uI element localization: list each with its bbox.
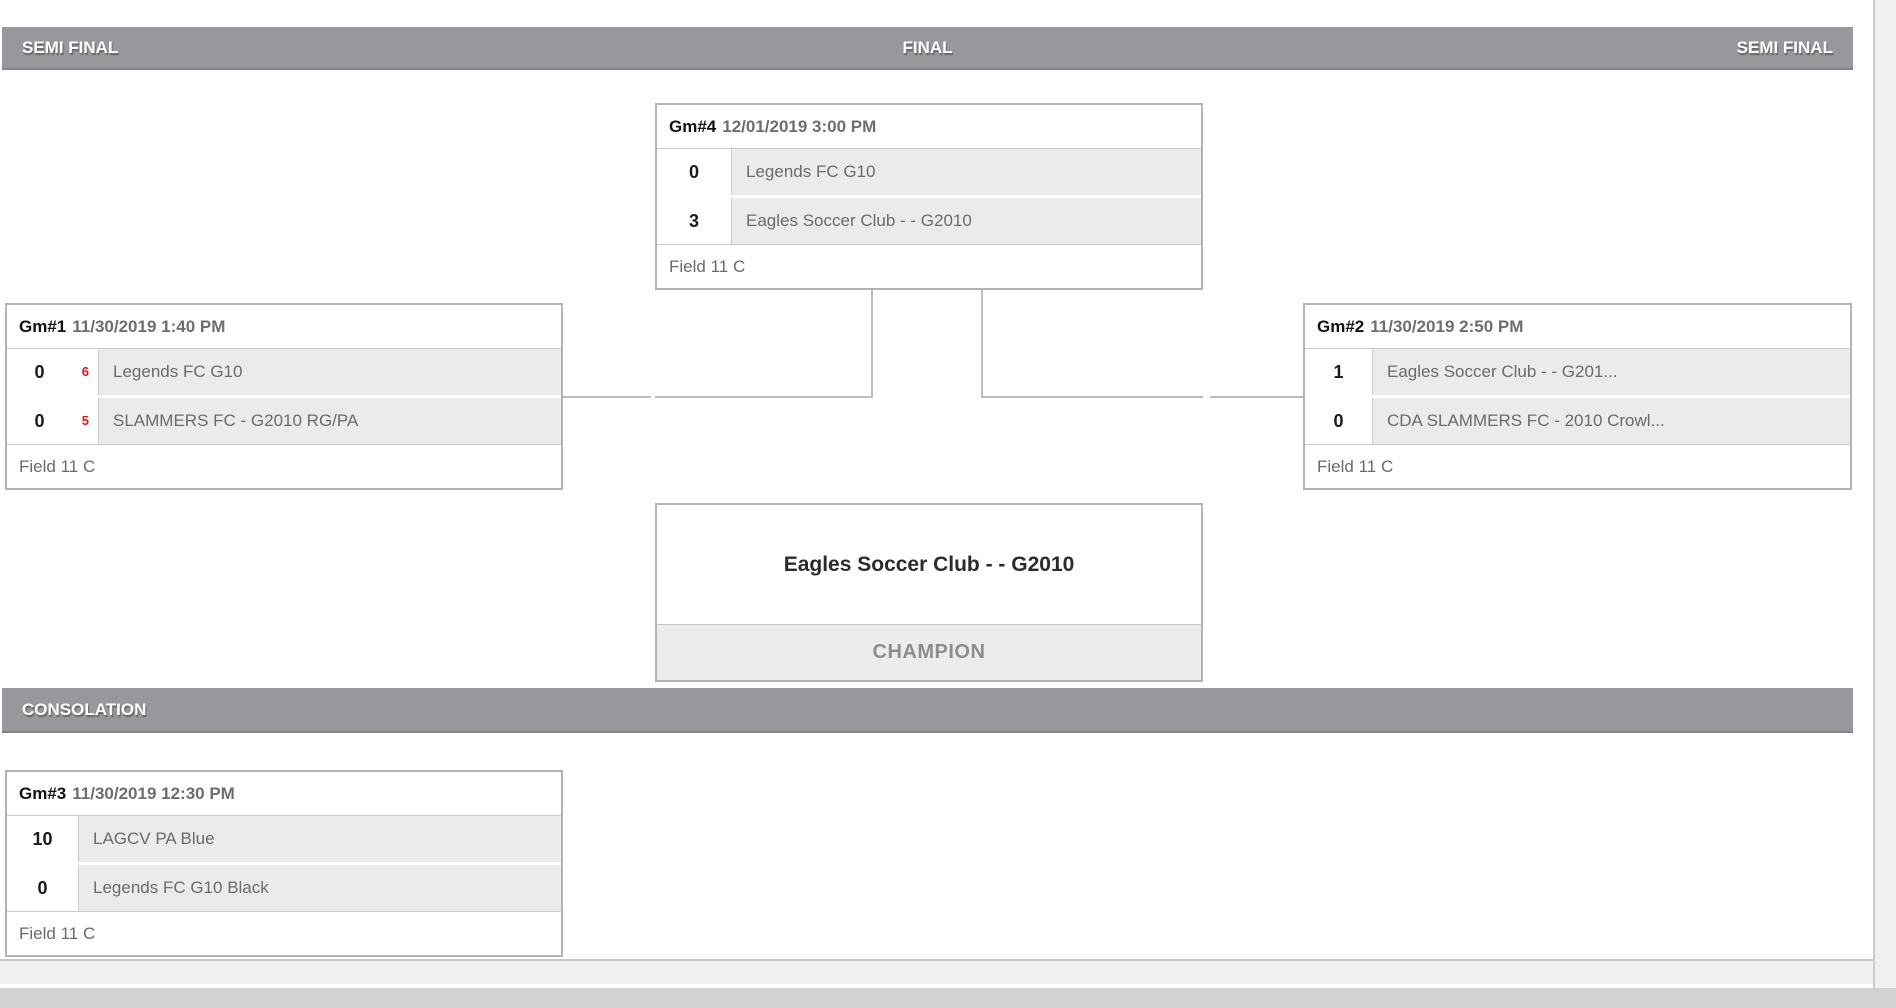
game-datetime: 11/30/2019 12:30 PM <box>72 783 235 803</box>
round-label-semi-final-right: SEMI FINAL <box>1736 37 1833 57</box>
consolation-header-bar: CONSOLATION <box>2 688 1853 733</box>
game-number: Gm#4 <box>669 116 717 136</box>
team-name: Legends FC G10 <box>99 349 561 395</box>
team-row: 3 Eagles Soccer Club - - G2010 <box>657 198 1201 244</box>
team-score: 10 <box>32 828 53 849</box>
score-cell: 0 6 <box>7 349 99 395</box>
team-score: 0 <box>37 877 48 898</box>
team-name: CDA SLAMMERS FC - 2010 Crowl... <box>1373 398 1850 444</box>
right-page-gutter <box>1873 0 1896 988</box>
match-box-semifinal-gm1: Gm#1 11/30/2019 1:40 PM 0 6 Legends FC G… <box>5 303 563 490</box>
bracket-connector-line <box>655 396 873 398</box>
team-row: 1 Eagles Soccer Club - - G201... <box>1305 349 1850 395</box>
bottom-status-bar <box>0 988 1896 1008</box>
team-row: 0 5 SLAMMERS FC - G2010 RG/PA <box>7 398 561 444</box>
team-name: Eagles Soccer Club - - G201... <box>1373 349 1850 395</box>
team-name: LAGCV PA Blue <box>79 816 561 862</box>
score-cell: 0 <box>1305 398 1373 444</box>
match-field: Field 11 C <box>7 911 561 955</box>
game-number: Gm#1 <box>19 316 67 336</box>
pk-shootout-score: 5 <box>81 413 89 429</box>
team-row: 10 LAGCV PA Blue <box>7 816 561 862</box>
content-bottom-border <box>0 959 1874 961</box>
team-score: 1 <box>1333 361 1344 382</box>
match-field: Field 11 C <box>657 244 1201 288</box>
match-box-consolation-gm3: Gm#3 11/30/2019 12:30 PM 10 LAGCV PA Blu… <box>5 770 563 957</box>
bracket-connector-line <box>1210 396 1303 398</box>
round-label-consolation: CONSOLATION <box>22 699 147 719</box>
match-header: Gm#1 11/30/2019 1:40 PM <box>7 305 561 349</box>
round-header-bar: SEMI FINAL FINAL SEMI FINAL <box>2 27 1853 70</box>
team-score: 0 <box>34 361 45 382</box>
bracket-connector-line <box>563 396 651 398</box>
team-score: 3 <box>688 210 699 231</box>
team-row: 0 Legends FC G10 <box>657 149 1201 195</box>
game-number: Gm#2 <box>1317 316 1365 336</box>
game-datetime: 12/01/2019 3:00 PM <box>722 116 877 136</box>
score-cell: 0 <box>657 149 732 195</box>
match-box-semifinal-gm2: Gm#2 11/30/2019 2:50 PM 1 Eagles Soccer … <box>1303 303 1852 490</box>
team-score: 0 <box>34 410 45 431</box>
champion-box: Eagles Soccer Club - - G2010 CHAMPION <box>655 503 1203 682</box>
game-datetime: 11/30/2019 1:40 PM <box>72 316 226 336</box>
team-row: 0 CDA SLAMMERS FC - 2010 Crowl... <box>1305 398 1850 444</box>
team-name: Legends FC G10 Black <box>79 865 561 911</box>
game-number: Gm#3 <box>19 783 67 803</box>
game-datetime: 11/30/2019 2:50 PM <box>1370 316 1524 336</box>
match-header: Gm#2 11/30/2019 2:50 PM <box>1305 305 1850 349</box>
score-cell: 10 <box>7 816 79 862</box>
match-header: Gm#4 12/01/2019 3:00 PM <box>657 105 1201 149</box>
champion-label: CHAMPION <box>657 624 1201 680</box>
team-name: SLAMMERS FC - G2010 RG/PA <box>99 398 561 444</box>
page-background-strip <box>0 961 1896 984</box>
score-cell: 0 <box>7 865 79 911</box>
score-cell: 0 5 <box>7 398 99 444</box>
team-score: 0 <box>688 161 699 182</box>
team-row: 0 6 Legends FC G10 <box>7 349 561 395</box>
team-score: 0 <box>1333 410 1344 431</box>
pk-shootout-score: 6 <box>81 364 89 380</box>
score-cell: 1 <box>1305 349 1373 395</box>
match-box-final-gm4: Gm#4 12/01/2019 3:00 PM 0 Legends FC G10… <box>655 103 1203 290</box>
bracket-connector-line <box>981 396 1203 398</box>
match-field: Field 11 C <box>7 444 561 488</box>
match-field: Field 11 C <box>1305 444 1850 488</box>
team-name: Legends FC G10 <box>732 149 1201 195</box>
team-name: Eagles Soccer Club - - G2010 <box>732 198 1201 244</box>
score-cell: 3 <box>657 198 732 244</box>
bracket-connector-line <box>871 290 873 398</box>
round-label-semi-final-left: SEMI FINAL <box>22 37 119 57</box>
round-label-final: FINAL <box>902 37 953 57</box>
champion-team-name: Eagles Soccer Club - - G2010 <box>783 552 1075 576</box>
team-row: 0 Legends FC G10 Black <box>7 865 561 911</box>
bracket-connector-line <box>981 290 983 398</box>
match-header: Gm#3 11/30/2019 12:30 PM <box>7 772 561 816</box>
